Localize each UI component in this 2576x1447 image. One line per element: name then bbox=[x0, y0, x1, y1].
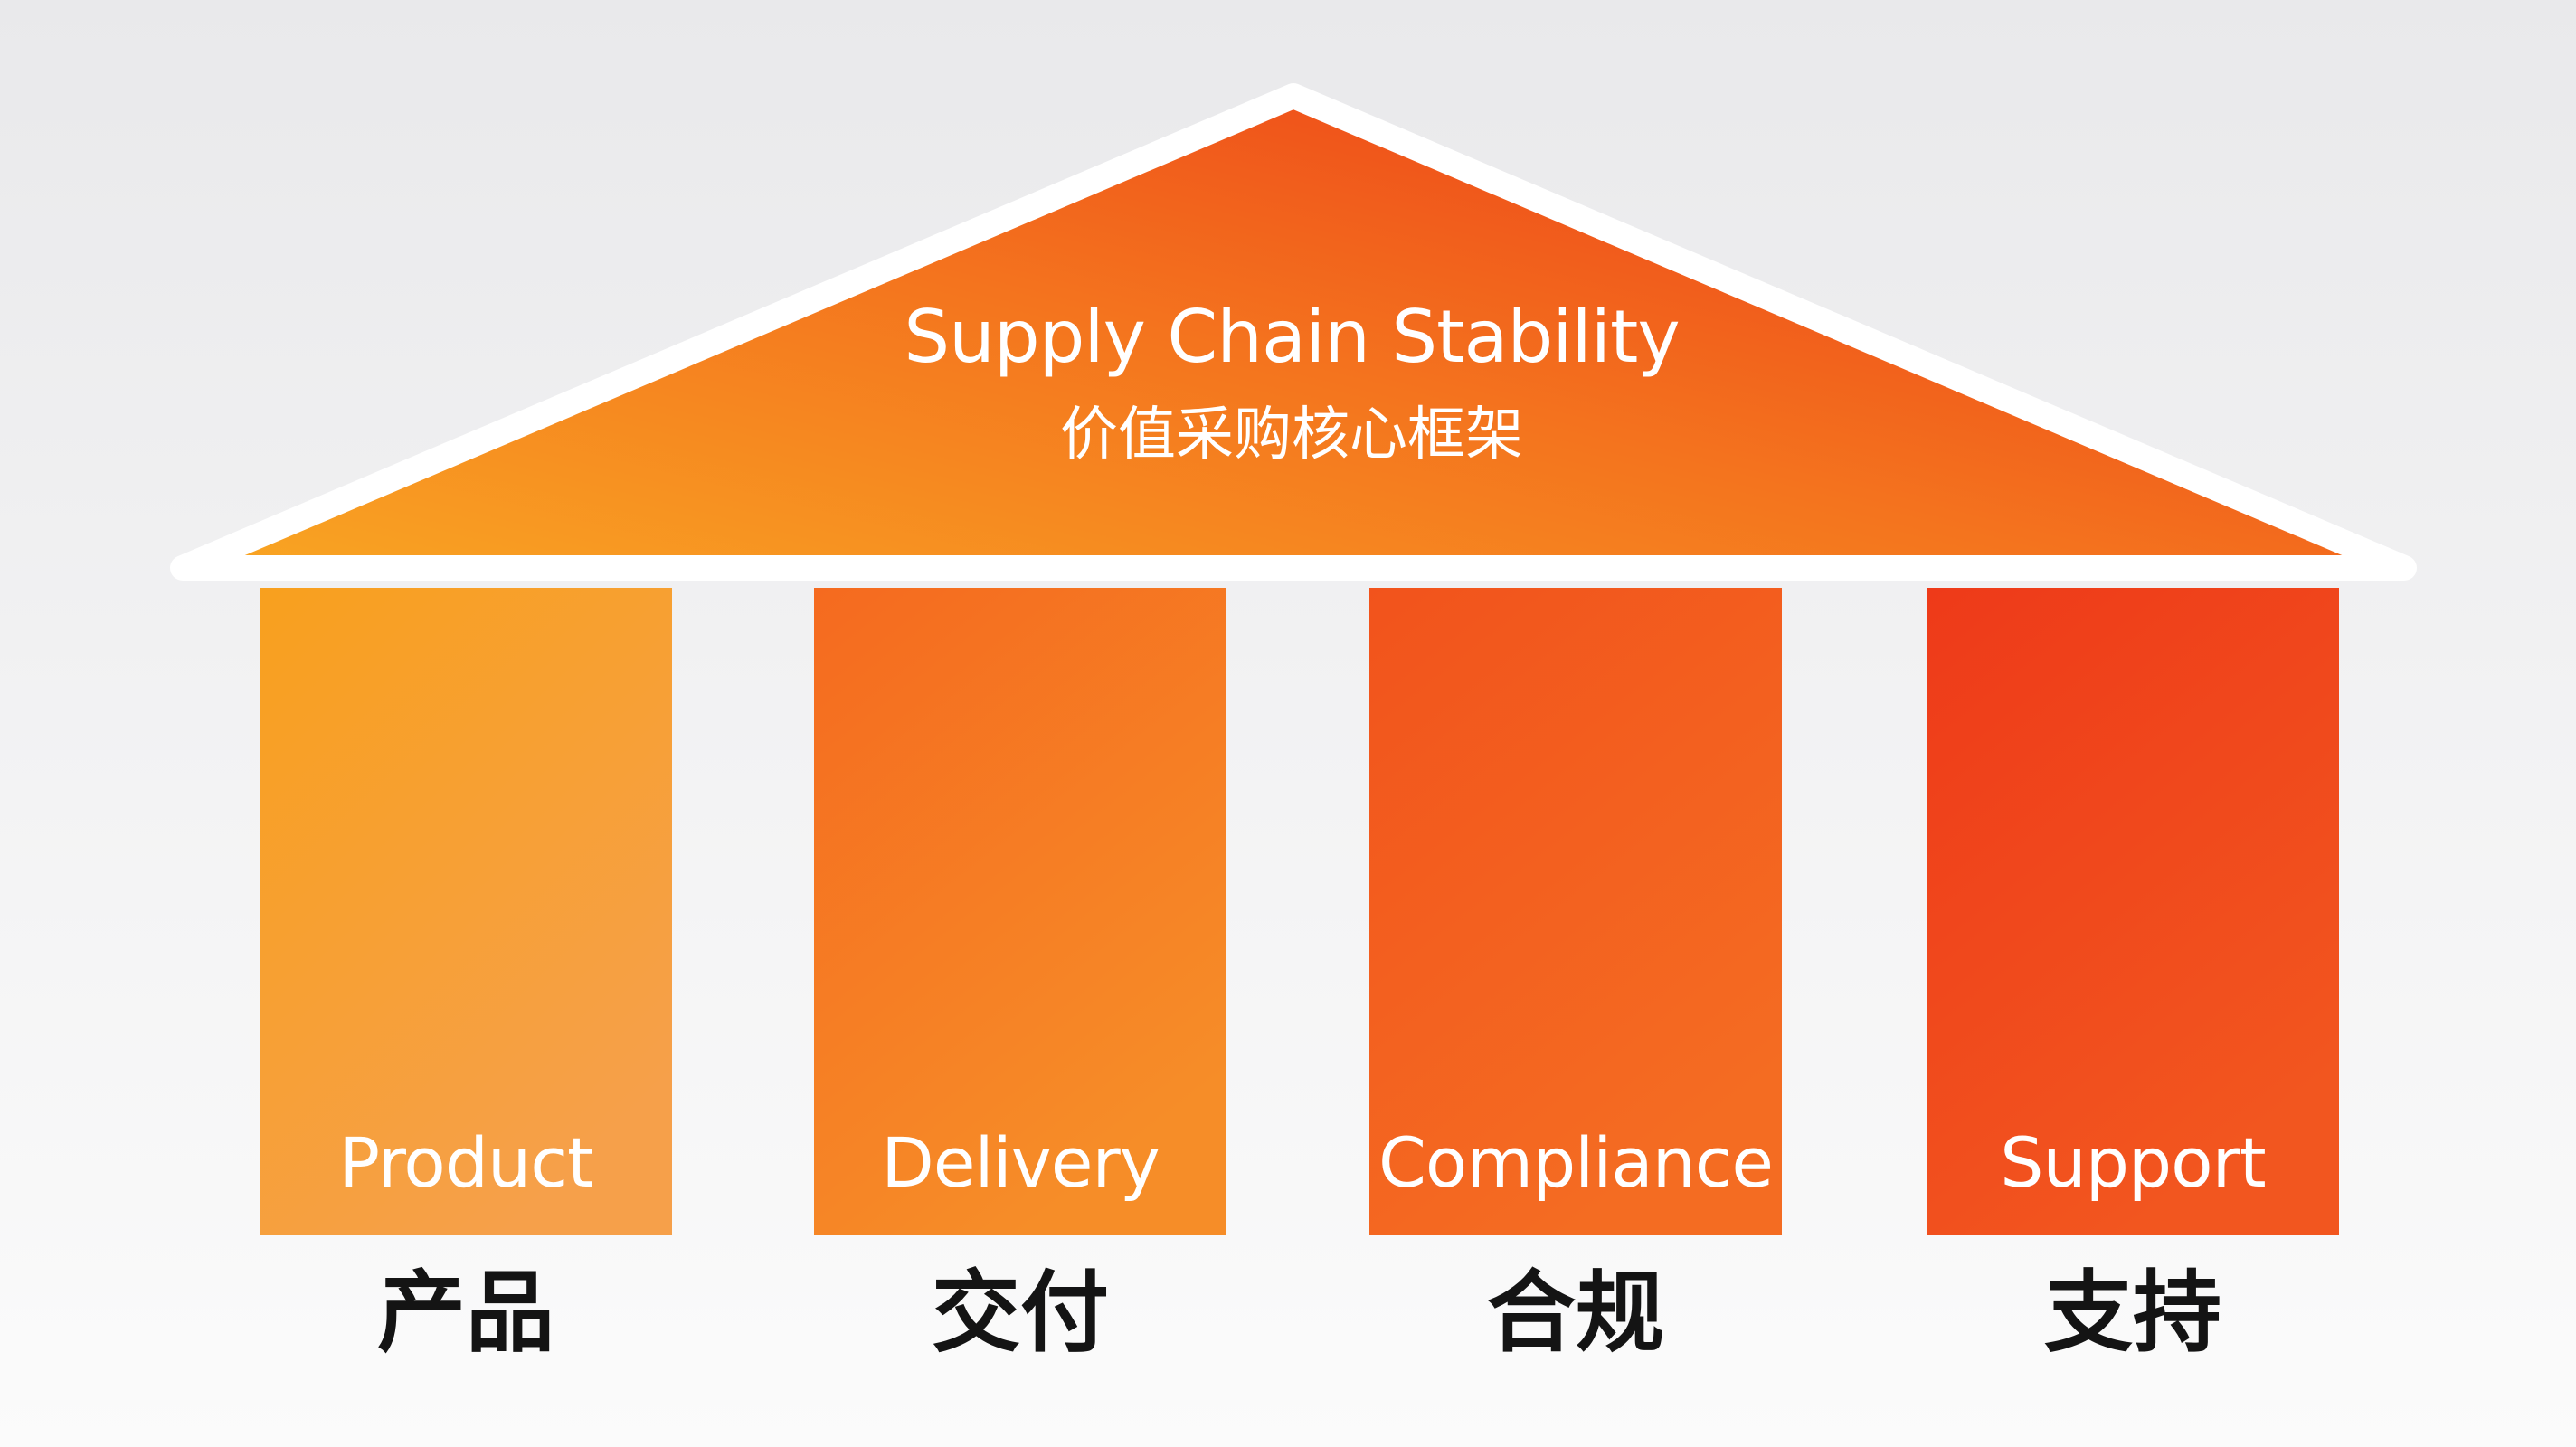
pillar-caption: 交付 bbox=[932, 1262, 1109, 1365]
pillar-label: Product bbox=[338, 1122, 593, 1203]
pillar-column bbox=[814, 588, 1226, 1235]
pillar-product: Product 产品 bbox=[260, 588, 672, 1365]
pillar-caption: 合规 bbox=[1487, 1262, 1664, 1365]
pillar-label: Delivery bbox=[881, 1122, 1159, 1203]
pillar-caption: 支持 bbox=[2044, 1262, 2221, 1365]
roof-subtitle: 价值采购核心框架 bbox=[1060, 402, 1523, 468]
pillar-label: Support bbox=[2000, 1122, 2265, 1203]
pillar-label: Compliance bbox=[1378, 1122, 1773, 1203]
roof-triangle bbox=[170, 83, 2417, 581]
pillar-column bbox=[1927, 588, 2339, 1235]
pillar-delivery: Delivery 交付 bbox=[814, 588, 1226, 1365]
pillar-column bbox=[1369, 588, 1782, 1235]
pillar-column bbox=[260, 588, 672, 1235]
roof: Supply Chain Stability 价值采购核心框架 bbox=[170, 83, 2417, 581]
pillar-caption: 产品 bbox=[377, 1262, 554, 1365]
pillar-compliance: Compliance 合规 bbox=[1369, 588, 1782, 1365]
pillar-support: Support 支持 bbox=[1927, 588, 2339, 1365]
roof-title: Supply Chain Stability bbox=[904, 295, 1679, 379]
